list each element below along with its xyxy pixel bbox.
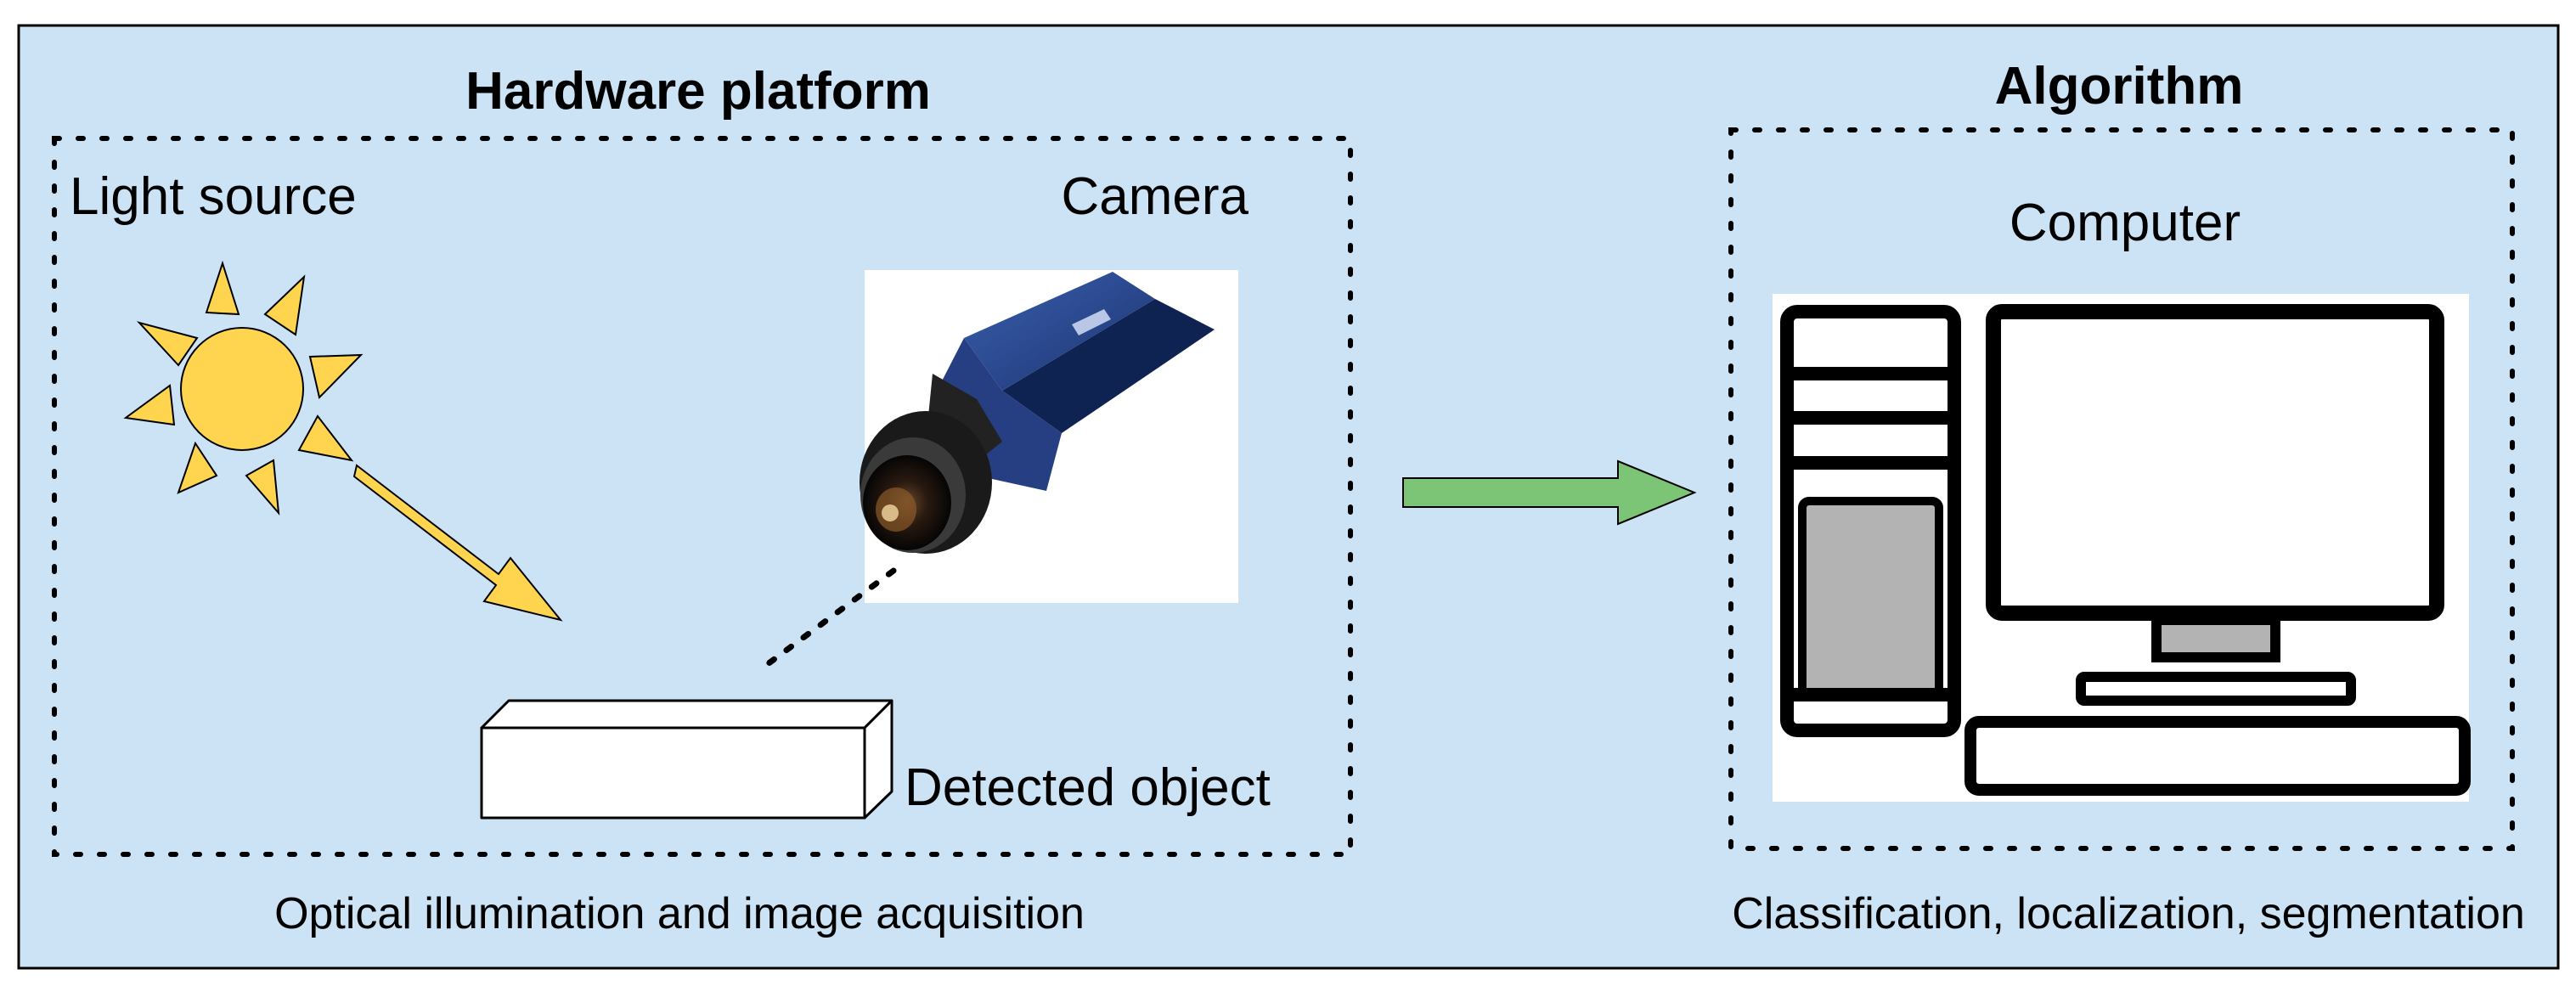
sun-icon [123,260,364,516]
algorithm-dotted-frame [1728,127,2515,851]
right-arrow-icon [1402,459,1697,526]
detected-object-label: Detected object [905,758,1271,817]
hardware-title: Hardware platform [465,62,931,121]
camera-label: Camera [1061,167,1249,226]
algorithm-caption: Classification, localization, segmentati… [1732,889,2525,938]
algorithm-title: Algorithm [1995,57,2244,116]
computer-label: Computer [2010,194,2241,252]
light-source-label: Light source [70,167,357,226]
light-ray-arrow-icon [352,464,563,622]
box-object-icon [480,699,893,820]
line-of-sight [755,567,897,674]
industrial-camera-icon [860,270,1238,603]
hardware-dotted-frame [52,136,1353,857]
hardware-caption: Optical illumination and image acquisiti… [274,889,1085,938]
desktop-computer-icon [1773,294,2471,802]
